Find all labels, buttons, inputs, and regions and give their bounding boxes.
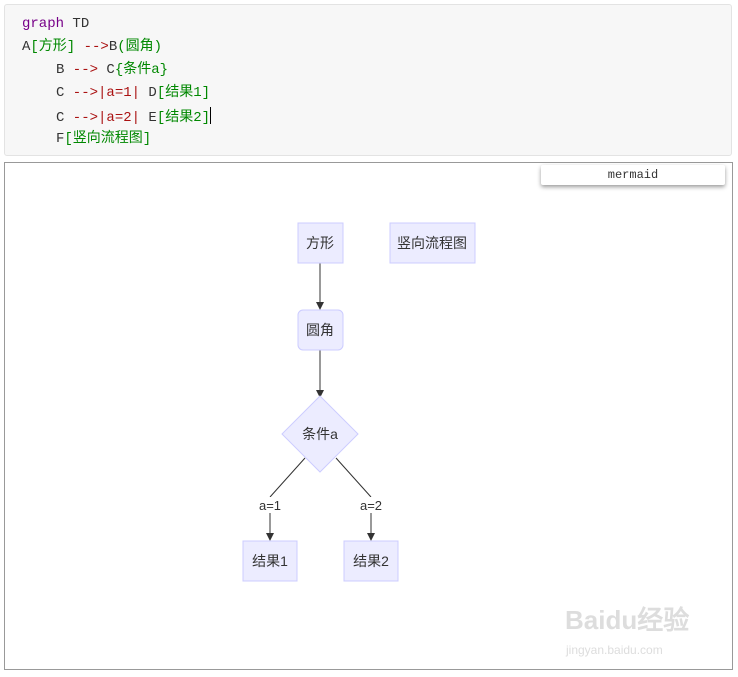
node-id: F <box>56 131 65 147</box>
edge-c-d <box>270 457 306 539</box>
arrow: --> <box>75 39 109 55</box>
watermark-logo: Baidu经验 <box>565 605 690 635</box>
code-line-2: A[方形] -->B(圆角) <box>22 38 162 56</box>
code-line-5: C -->|a=2| E[结果2] <box>56 107 212 127</box>
node-e <box>343 540 399 582</box>
node-id: C <box>56 110 65 126</box>
text-cursor <box>210 107 212 124</box>
node-d <box>242 540 298 582</box>
node-f <box>389 222 476 264</box>
edge-label-a1: a=1 <box>259 498 281 513</box>
node-b-label: 圆角 <box>306 322 334 338</box>
code-line-6: F[竖向流程图] <box>56 130 151 148</box>
watermark-url: jingyan.baidu.com <box>566 643 663 657</box>
node-id: A <box>22 39 31 55</box>
code-editor[interactable]: graph TD A[方形] -->B(圆角) B --> C{条件a} C -… <box>4 4 732 156</box>
node-c <box>281 395 359 473</box>
arrow: -->|a=2| <box>64 110 141 126</box>
node-b <box>297 309 344 351</box>
node-text: [结果2] <box>156 110 211 126</box>
node-text: [方形] <box>30 39 76 55</box>
edge-c-e <box>335 457 371 539</box>
node-e-label: 结果2 <box>353 553 389 569</box>
node-id: C <box>98 62 115 78</box>
node-id: B <box>56 62 65 78</box>
edge-label-a2: a=2 <box>360 498 382 513</box>
arrow: --> <box>64 62 99 78</box>
node-id: B <box>108 39 118 55</box>
mermaid-mode-button[interactable]: mermaid <box>541 165 725 185</box>
node-d-label: 结果1 <box>252 553 288 569</box>
node-text: [竖向流程图] <box>64 131 152 147</box>
node-id: E <box>140 110 157 126</box>
node-text: {条件a} <box>114 62 169 78</box>
node-text: (圆角) <box>117 39 163 55</box>
code-line-1: graph TD <box>22 15 89 33</box>
node-id: D <box>140 85 157 101</box>
diagram-preview <box>4 162 733 670</box>
arrow: -->|a=1| <box>64 85 141 101</box>
node-c-label: 条件a <box>302 426 338 442</box>
node-id: C <box>56 85 65 101</box>
node-a <box>297 222 344 264</box>
node-a-label: 方形 <box>306 235 334 251</box>
keyword: graph <box>22 16 65 32</box>
node-f-label: 竖向流程图 <box>397 235 467 251</box>
node-text: [结果1] <box>156 85 211 101</box>
code-line-4: C -->|a=1| D[结果1] <box>56 84 210 102</box>
code-line-3: B --> C{条件a} <box>56 61 168 79</box>
direction: TD <box>64 16 90 32</box>
